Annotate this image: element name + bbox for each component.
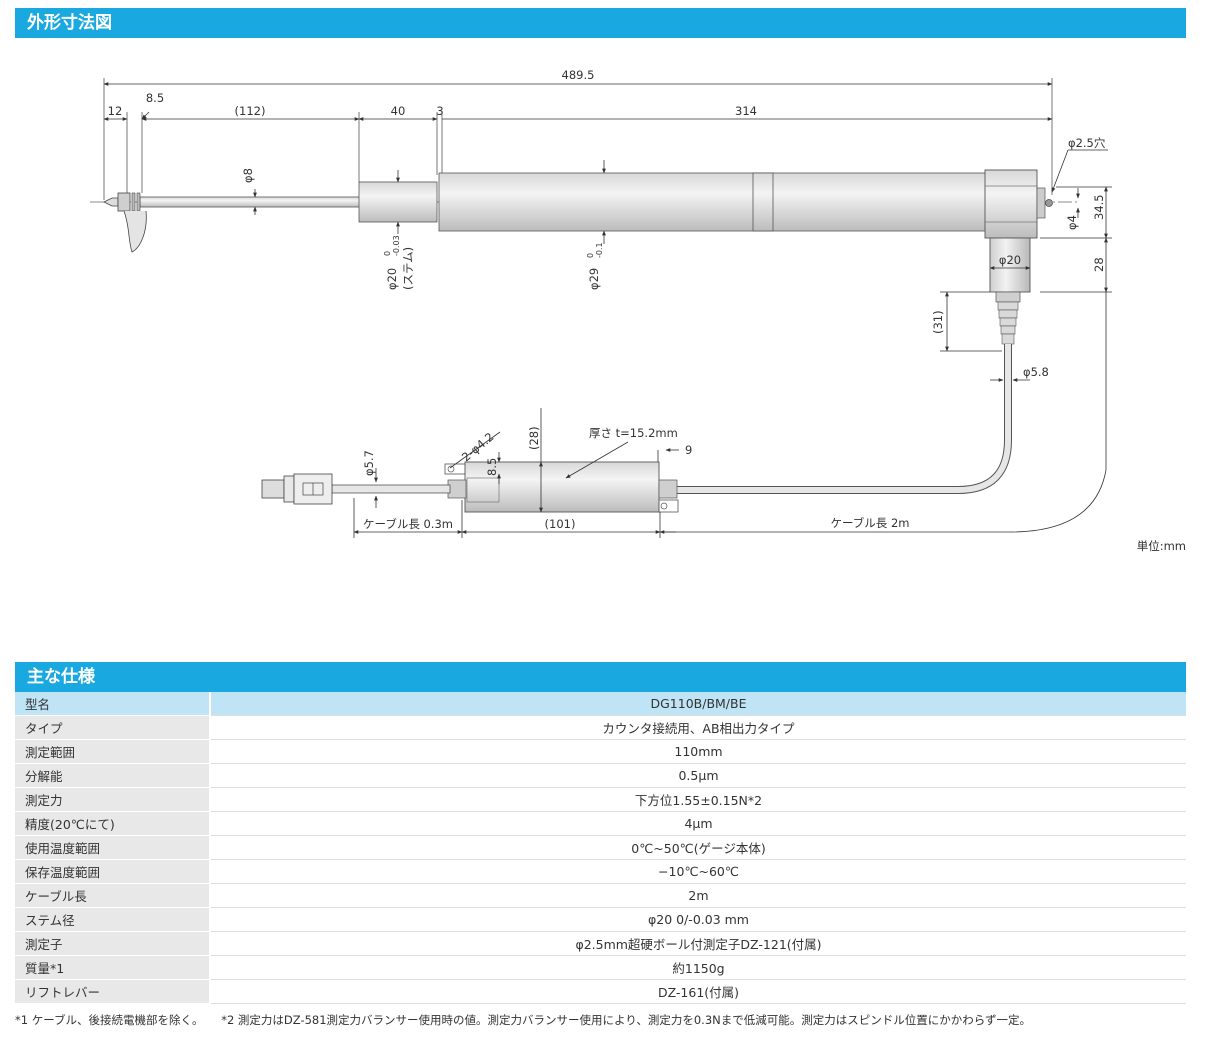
dia-5-7: φ5.7 [362, 450, 376, 476]
dim-8-5: 8.5 [146, 91, 164, 105]
spec-value: 110mm [210, 739, 1186, 764]
stem-tol-lower: -0.03 [392, 235, 401, 256]
spec-value: φ2.5mm超硬ボール付測定子DZ-121(付属) [210, 931, 1186, 956]
dim-34-5: 34.5 [1092, 194, 1106, 220]
spec-label: 測定子 [15, 931, 211, 956]
hole-label: φ2.5穴 [1068, 136, 1106, 150]
spec-label: 型名 [15, 692, 211, 716]
stem [358, 181, 438, 223]
spec-value: 下方位1.55±0.15N*2 [210, 787, 1186, 812]
footnote-2: *2 測定力はDZ-581測定力バランサー使用時の値。測定力バランサー使用により… [221, 1013, 1032, 1027]
spec-value: DG110B/BM/BE [210, 692, 1186, 716]
dia-29-tol-lower: -0.1 [595, 242, 604, 258]
spec-label: ケーブル長 [15, 883, 211, 908]
dimension-lines [103, 82, 1053, 121]
spec-label: 質量*1 [15, 955, 211, 980]
dia-20-stem: φ20 [385, 268, 399, 290]
cable-03-label: ケーブル長 0.3m [363, 517, 453, 531]
spec-value: 4μm [210, 811, 1186, 836]
dim-8-5b: 8.5 [485, 458, 499, 476]
spec-value: DZ-161(付属) [210, 979, 1186, 1004]
dimension-drawing: 489.5 12 8.5 (112) 40 3 314 φ8 φ20 0 -0.… [90, 68, 1112, 538]
spec-label: 測定力 [15, 787, 211, 812]
dim-total: 489.5 [562, 68, 595, 82]
footnotes: *1 ケーブル、後接続電機部を除く。 *2 測定力はDZ-581測定力バランサー… [15, 1012, 1045, 1028]
spec-value: カウンタ接続用、AB相出力タイプ [210, 715, 1186, 740]
gauge-body [438, 172, 988, 232]
dia-20: φ20 [999, 253, 1021, 267]
spec-label: 測定範囲 [15, 739, 211, 764]
spec-label: タイプ [15, 715, 211, 740]
spec-row: 保存温度範囲−10℃~60℃ [15, 859, 1186, 884]
cable-2-label: ケーブル長 2m [831, 516, 910, 530]
dia-4: φ4 [1065, 215, 1079, 230]
extension-lines [103, 78, 1053, 200]
dim-12: 12 [108, 104, 123, 118]
dimensions-header: 外形寸法図 [15, 8, 1186, 38]
spec-label: 保存温度範囲 [15, 859, 211, 884]
dim-28b: (28) [527, 426, 541, 450]
stem-label: (ステム) [401, 247, 415, 290]
spec-label: 使用温度範囲 [15, 835, 211, 860]
spec-value: 0℃~50℃(ゲージ本体) [210, 835, 1186, 860]
dim-28: 28 [1092, 257, 1106, 272]
dim-314: 314 [735, 104, 757, 118]
dia-29: φ29 [587, 268, 601, 290]
gauge-head [984, 169, 1053, 345]
dim-3: 3 [436, 104, 443, 118]
interface-box [444, 461, 679, 513]
dim-112: (112) [235, 104, 266, 118]
dia-29-tol-upper: 0 [586, 253, 595, 258]
spec-value: φ20 0/-0.03 mm [210, 907, 1186, 932]
stem-tol-upper: 0 [383, 251, 392, 256]
dim-9: 9 [685, 443, 692, 457]
dia-8: φ8 [241, 168, 255, 183]
dim-40: 40 [391, 104, 406, 118]
unit-label: 単位:mm [1136, 539, 1186, 553]
thickness-label: 厚さ t=15.2mm [589, 426, 678, 440]
dia-5-8: φ5.8 [1023, 365, 1049, 379]
dim-101: (101) [545, 517, 576, 531]
spec-value: 0.5μm [210, 763, 1186, 788]
spec-label: 精度(20℃にて) [15, 811, 211, 836]
spec-label: ステム径 [15, 907, 211, 932]
dim-31: (31) [931, 310, 945, 334]
footnote-1: *1 ケーブル、後接続電機部を除く。 [15, 1013, 204, 1027]
spec-value: 約1150g [210, 955, 1186, 980]
specs-header: 主な仕様 [15, 662, 1186, 692]
spec-label: リフトレバー [15, 979, 211, 1004]
spec-row: 精度(20℃にて)4μm [15, 811, 1186, 836]
spec-row: タイプカウンタ接続用、AB相出力タイプ [15, 715, 1186, 740]
spec-label: 分解能 [15, 763, 211, 788]
spec-value: 2m [210, 883, 1186, 908]
spec-row: 測定力下方位1.55±0.15N*2 [15, 787, 1186, 812]
connector [261, 473, 333, 505]
spec-value: −10℃~60℃ [210, 859, 1186, 884]
